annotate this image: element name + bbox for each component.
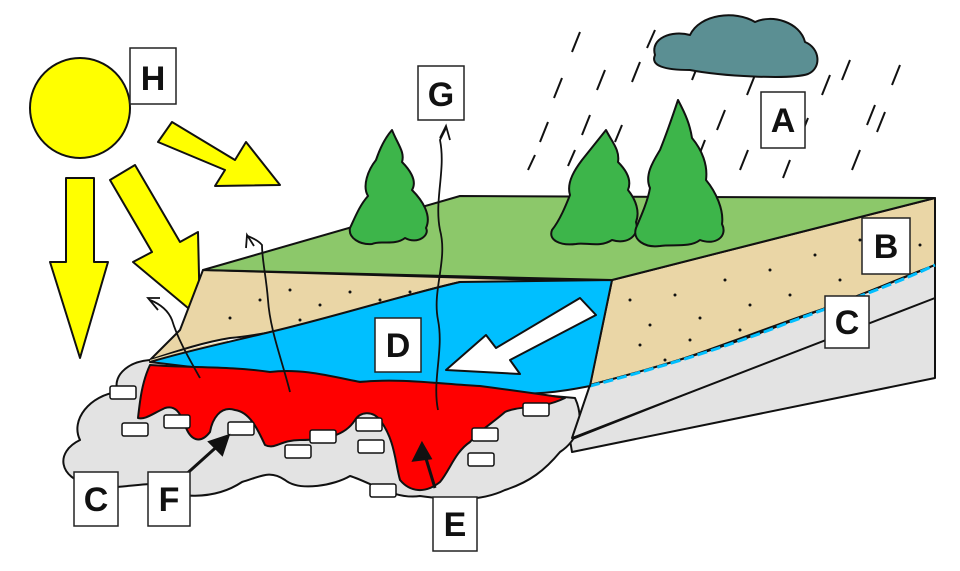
label-h: H [129,47,177,105]
label-c-right-text: C [835,304,860,342]
label-e: E [432,496,478,552]
label-g-text: G [428,76,454,114]
label-a: A [760,91,806,149]
label-c-left-text: C [84,481,109,519]
label-f-text: F [159,481,180,519]
rain [527,29,901,179]
label-g: G [417,65,465,121]
label-c-left: C [73,471,119,527]
sun-ray-arrow-right [157,121,281,187]
label-h-text: H [141,60,166,98]
contaminant-plume [137,364,566,491]
sun-ray-arrow-down [49,177,109,359]
tree-right [634,99,725,248]
sun [29,57,131,159]
evaporation-arrows [146,123,451,411]
label-d: D [374,317,422,373]
label-b: B [861,217,911,275]
rock-pebbles [109,385,550,498]
label-e-text: E [444,506,467,544]
label-d-text: D [386,327,411,365]
water-table [589,263,936,388]
label-a-text: A [771,102,796,140]
tree-left [348,129,429,246]
label-c-right: C [824,295,870,349]
groundwater-flow-arrow [445,297,597,375]
sun-ray-arrow-diagonal [109,164,201,319]
label-f: F [147,471,191,527]
label-b-text: B [874,228,899,266]
soil-particles [228,223,922,362]
tree-middle [550,129,639,246]
cloud [653,14,819,78]
